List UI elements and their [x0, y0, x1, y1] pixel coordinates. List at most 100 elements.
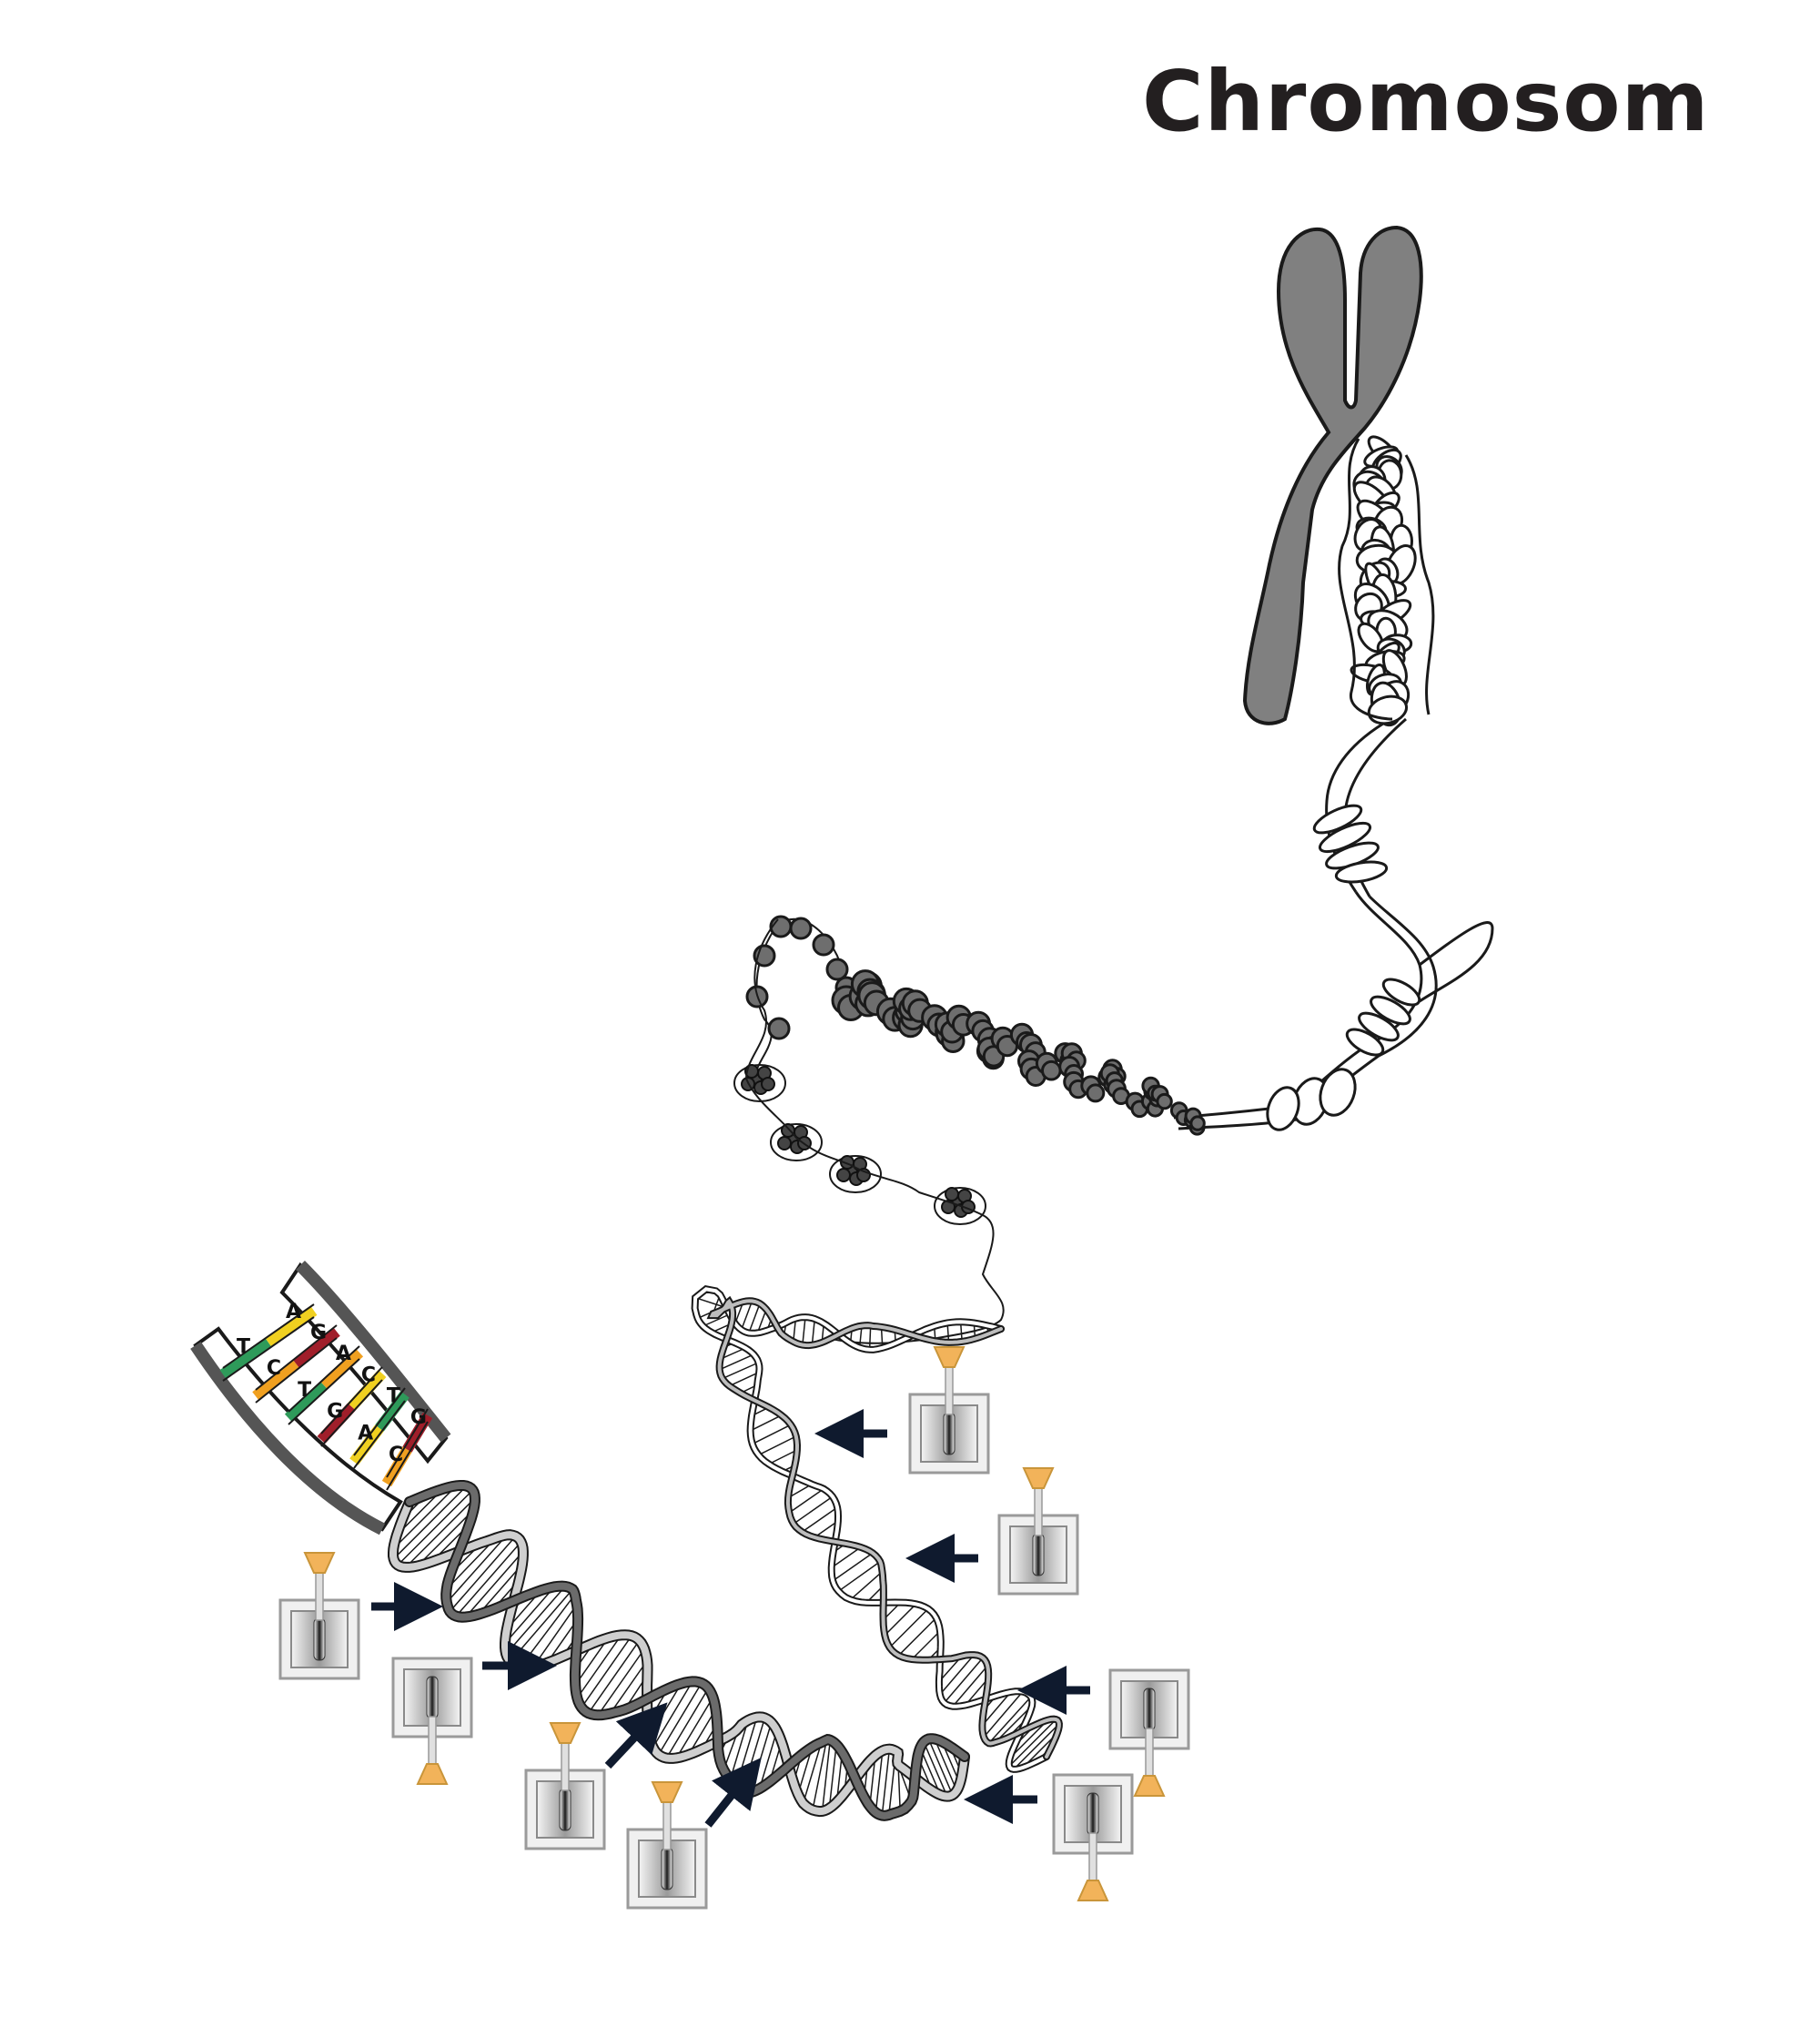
- switch-slot: [1087, 1792, 1099, 1836]
- base-outline: [353, 1387, 406, 1456]
- histone: [945, 1187, 959, 1201]
- base-letter-right: A: [336, 1343, 351, 1365]
- nucleosome: [1156, 1092, 1173, 1110]
- arrow-icon: [704, 1757, 762, 1828]
- switch-slot: [943, 1412, 956, 1455]
- helix-rung: [1008, 1718, 1057, 1768]
- switch-knob: [549, 1722, 581, 1744]
- base-letter-left: C: [267, 1357, 281, 1380]
- switch-knob: [651, 1781, 683, 1803]
- base-letter-right: A: [286, 1301, 301, 1323]
- arrow-group: [371, 1409, 1090, 1828]
- helix-rung: [758, 1435, 797, 1456]
- helix-rung: [788, 1488, 824, 1514]
- coil-turn: [1358, 1011, 1400, 1042]
- helix-rung: [881, 1748, 891, 1816]
- base-outline: [222, 1303, 315, 1369]
- helix-rung: [802, 1317, 806, 1345]
- helix-rung: [405, 1497, 476, 1568]
- helix-rung: [927, 1738, 954, 1796]
- coil-turn: [1319, 1068, 1357, 1117]
- toggle-switch-icon: [626, 1781, 708, 1910]
- helix-rung: [952, 1665, 988, 1708]
- switch-knob: [303, 1552, 336, 1574]
- switch-group: [278, 1346, 1190, 1910]
- nucleosome: [825, 958, 849, 981]
- coil-turn: [1334, 860, 1389, 884]
- helix-rung: [446, 1534, 508, 1604]
- base-outline: [386, 1408, 429, 1478]
- helix-rung: [740, 1301, 753, 1331]
- base-bar-right: [402, 1412, 433, 1453]
- toggle-switch-icon: [908, 1346, 990, 1475]
- chromatin-outline: [1404, 454, 1435, 715]
- base-letter-left: A: [358, 1422, 373, 1444]
- helix-strand-outline: [388, 1496, 970, 1818]
- helix-rung: [397, 1489, 474, 1566]
- helix-rung: [811, 1318, 816, 1345]
- helix-rung: [587, 1639, 641, 1714]
- helix-rung: [832, 1552, 874, 1582]
- switch-knob: [416, 1763, 449, 1785]
- nucleosome: [767, 1017, 791, 1040]
- helix-rung: [850, 1571, 883, 1600]
- coil-turn: [1370, 995, 1411, 1026]
- helix-rung: [802, 1742, 823, 1804]
- base-bar-left: [252, 1359, 300, 1401]
- helix-rung: [944, 1657, 984, 1704]
- coil-turn: [1345, 1028, 1385, 1057]
- base-bar-right: [319, 1348, 364, 1390]
- helix-rung: [1013, 1723, 1060, 1770]
- helix-rung: [838, 1560, 881, 1592]
- base-bar-right: [375, 1391, 410, 1432]
- helix-rung: [449, 1536, 517, 1612]
- histone: [777, 1136, 792, 1150]
- nucleosome: [1086, 1083, 1106, 1103]
- switch-slot: [559, 1788, 571, 1831]
- helix-rung: [694, 1296, 726, 1309]
- coil-turn: [1381, 978, 1421, 1007]
- helix-rung: [748, 1302, 761, 1333]
- helix-rung: [455, 1541, 522, 1617]
- helix-strand: [389, 1498, 968, 1816]
- base-letter-right: T: [387, 1385, 400, 1408]
- helix-rung: [897, 1617, 937, 1657]
- helix-rung: [812, 1739, 828, 1810]
- nucleosome: [812, 933, 835, 957]
- helix-rung: [1009, 1719, 1049, 1759]
- toggle-switch-icon: [524, 1722, 606, 1850]
- base-letter-right: C: [361, 1363, 376, 1386]
- helix-rung: [719, 1353, 754, 1371]
- base-bar-right: [265, 1306, 318, 1347]
- helix-strand: [406, 1482, 968, 1819]
- helix-rung: [919, 1748, 942, 1796]
- helix-rung: [504, 1586, 555, 1644]
- helix-rung: [393, 1485, 468, 1560]
- helix-rung: [889, 1608, 929, 1648]
- helix-rung: [983, 1691, 1024, 1738]
- coil-turn: [1318, 821, 1372, 854]
- base-outline: [255, 1337, 338, 1404]
- diagram-title: Chromosom: [1142, 53, 1710, 150]
- base-letter-right: G: [310, 1322, 327, 1344]
- base-bar-right: [348, 1369, 387, 1411]
- helix-rung: [729, 1371, 760, 1387]
- helix-rung: [581, 1635, 632, 1708]
- solenoid-coils: [1266, 804, 1421, 1131]
- base-letter-left: T: [298, 1379, 311, 1402]
- condensed-chromatin: [1338, 435, 1435, 727]
- toggle-switch-icon: [1108, 1668, 1190, 1797]
- base-outline: [320, 1379, 383, 1447]
- coil-turn: [1312, 804, 1363, 835]
- helix-rung: [478, 1564, 523, 1616]
- helix-rung: [934, 1738, 958, 1791]
- helix-rung: [576, 1634, 622, 1698]
- nucleosome-loop: [733, 1064, 786, 1102]
- arrow-icon: [604, 1702, 668, 1769]
- helix-rung: [787, 1484, 813, 1499]
- nucleosome: [769, 915, 793, 938]
- helix-rung: [758, 1730, 778, 1789]
